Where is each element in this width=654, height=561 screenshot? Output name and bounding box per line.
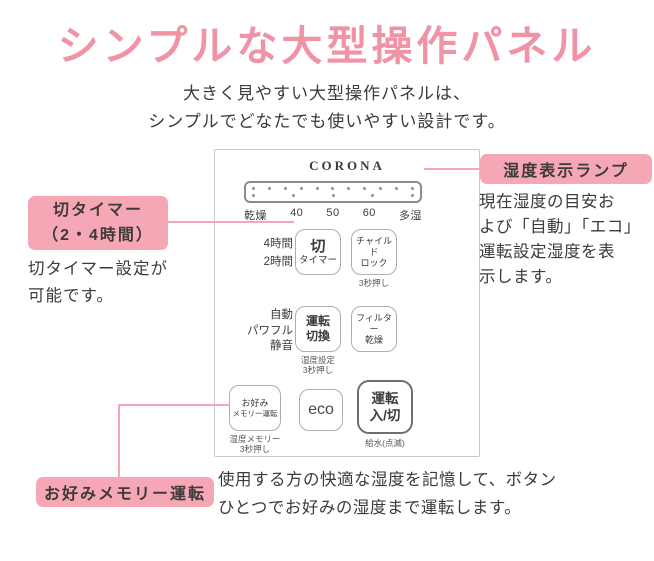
child-lock-button: チャイルド ロック [351,229,397,275]
mode-label-auto: 自動 [270,309,293,321]
scale-label-humid: 多湿 [399,210,422,222]
humidity-scale: 乾燥 40 50 60 多湿 [244,207,422,223]
connector-line-memory-vertical [118,404,120,479]
mode-switch-button-label-1: 運転 [305,314,330,328]
favorite-memory-note-line-1: 湿度メモリー [229,434,281,444]
callout-desc-off-timer-line-1: 切タイマー設定が [28,260,168,278]
callout-desc-humidity-line-3: 運転設定湿度を表 [479,243,615,261]
mode-switch-note-line-2: 3秒押し [302,365,334,375]
subtitle-line-2: シンプルでどなたでも使いやすい設計です。 [148,112,506,131]
power-note: 給水(点滅) [365,438,405,448]
connector-line-memory-horizontal [118,404,230,406]
favorite-memory-note-line-2: 3秒押し [239,444,271,454]
callout-badge-off-timer-line-2: （2・4時間） [42,227,154,244]
favorite-memory-button-label-2: メモリー運転 [232,408,278,418]
scale-label-dry: 乾燥 [244,210,267,222]
off-timer-button: 切 タイマー [295,229,341,275]
callout-desc-off-timer-line-2: 可能です。 [28,287,114,305]
scale-label-60: 60 [362,207,376,219]
callout-desc-favorite-memory-line-1: 使用する方の快適な湿度を記憶して、ボタン [218,471,557,489]
mode-label-powerful: パワフル [247,324,293,337]
callout-badge-off-timer: 切タイマー （2・4時間） [28,196,168,250]
callout-desc-humidity-line-2: よび「自動」「エコ」 [479,218,641,236]
led-row-bottom [246,194,420,197]
child-lock-button-label-1: チャイルド [356,235,392,257]
callout-desc-humidity-line-4: 示します。 [479,268,563,286]
mode-switch-note: 湿度設定 3秒押し [289,355,347,375]
off-timer-button-label-2: タイマー [298,254,337,266]
page-subtitle: 大きく見やすい大型操作パネルは、 シンプルでどなたでも使いやすい設計です。 [0,80,654,136]
filter-dry-button-label-2: 乾燥 [364,334,383,345]
connector-line-off-timer [168,221,294,223]
callout-desc-off-timer: 切タイマー設定が 可能です。 [28,256,168,310]
callout-desc-favorite-memory: 使用する方の快適な湿度を記憶して、ボタン ひとつでお好みの湿度まで運転します。 [218,466,638,522]
filter-dry-button: フィルター 乾燥 [351,306,397,352]
scale-label-50: 50 [326,207,340,219]
child-lock-button-label-2: ロック [360,257,388,268]
subtitle-line-1: 大きく見やすい大型操作パネルは、 [183,84,471,103]
mode-switch-note-line-1: 湿度設定 [300,355,335,365]
off-timer-button-label-1: 切 [310,237,326,255]
favorite-memory-button-label-1: お好み [241,397,269,408]
connector-line-humidity-lamp [424,168,480,170]
led-row-top [246,187,420,190]
scale-label-40: 40 [290,207,304,219]
mode-switch-button: 運転 切換 [295,306,341,352]
timer-label-2h: 2時間 [263,256,293,268]
callout-badge-off-timer-line-1: 切タイマー [52,202,143,219]
page-title: シンプルな大型操作パネル [57,23,597,69]
callout-badge-favorite-memory: お好みメモリー運転 [36,477,214,507]
callout-desc-favorite-memory-line-2: ひとつでお好みの湿度まで運転します。 [218,499,522,517]
control-panel: CORONA 乾燥 40 50 60 多湿 4時間 2時間 切 タイマー チャイ… [214,149,480,457]
humidity-display [244,181,422,203]
eco-button-label: eco [308,401,334,418]
favorite-memory-note: 湿度メモリー 3秒押し [225,434,285,454]
callout-desc-humidity-lamp: 現在湿度の目安お よび「自動」「エコ」 運転設定湿度を表 示します。 [479,190,654,290]
brand-logo: CORONA [309,158,385,173]
child-lock-note: 3秒押し [358,278,390,288]
timer-hour-labels: 4時間 2時間 [233,235,293,271]
mode-option-labels: 自動 パワフル 静音 [223,308,293,355]
timer-label-4h: 4時間 [263,238,293,250]
eco-button: eco [299,389,343,431]
callout-desc-humidity-line-1: 現在湿度の目安お [479,193,615,211]
favorite-memory-button: お好み メモリー運転 [229,385,281,431]
mode-switch-button-label-2: 切換 [305,329,330,343]
callout-badge-humidity-lamp: 湿度表示ランプ [480,154,652,184]
power-button-label-2: 入/切 [369,408,401,423]
filter-dry-button-label-1: フィルター [356,312,392,334]
power-button: 運転 入/切 [357,380,413,434]
power-button-label-1: 運転 [371,391,399,406]
mode-label-quiet: 静音 [270,340,293,352]
